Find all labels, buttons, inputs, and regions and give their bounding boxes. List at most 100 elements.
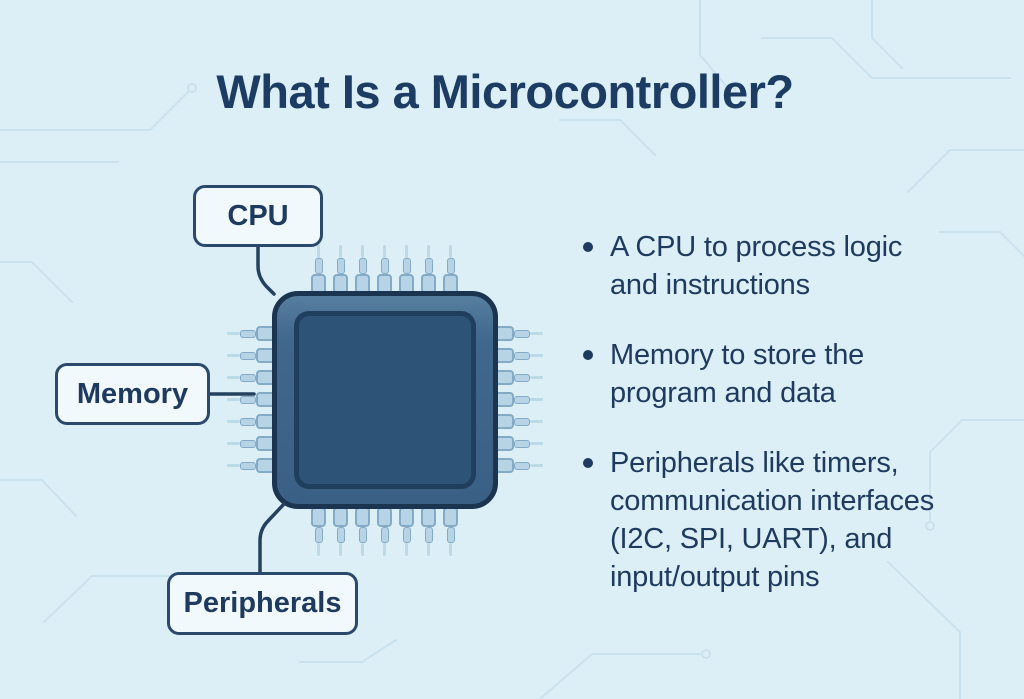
- cpu-label: CPU: [193, 185, 323, 247]
- pin-stem: [514, 351, 530, 360]
- pin-stem: [514, 395, 530, 404]
- chip-pin: [311, 507, 326, 556]
- pin-stem: [336, 527, 345, 543]
- pin-stem: [240, 395, 256, 404]
- pin-collar: [377, 507, 392, 527]
- pin-trace: [317, 245, 320, 258]
- pin-trace: [339, 543, 342, 556]
- pin-trace: [449, 245, 452, 258]
- chip-pin: [494, 436, 543, 451]
- chip-pin: [399, 245, 414, 294]
- chip-body: [272, 291, 498, 509]
- chip-pin: [443, 245, 458, 294]
- chip-pin: [494, 370, 543, 385]
- pin-trace: [227, 464, 240, 467]
- pin-stem: [446, 527, 455, 543]
- pin-stem: [514, 417, 530, 426]
- pin-stem: [240, 329, 256, 338]
- page-title: What Is a Microcontroller?: [216, 65, 794, 118]
- pin-stem: [514, 329, 530, 338]
- microcontroller-chip-icon: [227, 245, 543, 556]
- pin-trace: [405, 245, 408, 258]
- pin-stem: [336, 258, 345, 274]
- pin-stem: [446, 258, 455, 274]
- pin-trace: [317, 543, 320, 556]
- chip-core: [294, 311, 476, 489]
- pin-trace: [427, 543, 430, 556]
- pin-trace: [361, 543, 364, 556]
- pin-stem: [358, 527, 367, 543]
- chip-pin: [421, 245, 436, 294]
- pin-stem: [424, 258, 433, 274]
- list-item: Memory to store the program and data: [583, 336, 1023, 412]
- cpu-label-text: CPU: [227, 199, 289, 232]
- bullet-dot: [583, 458, 593, 468]
- pin-stem: [514, 439, 530, 448]
- peripherals-label-text: Peripherals: [183, 587, 342, 619]
- pin-stem: [240, 351, 256, 360]
- peripherals-label: Peripherals: [167, 572, 358, 635]
- pin-trace: [530, 420, 543, 423]
- pin-trace: [383, 543, 386, 556]
- chip-pins-left: [227, 326, 276, 473]
- pin-trace: [361, 245, 364, 258]
- chip-pin: [494, 392, 543, 407]
- chip-pin: [421, 507, 436, 556]
- memory-label-text: Memory: [76, 377, 189, 410]
- chip-pin: [355, 507, 370, 556]
- chip-pin: [494, 348, 543, 363]
- pin-trace: [530, 464, 543, 467]
- chip-pin: [333, 245, 348, 294]
- chip-pin: [494, 414, 543, 429]
- pin-trace: [227, 354, 240, 357]
- chip-pin: [311, 245, 326, 294]
- pin-stem: [402, 527, 411, 543]
- pin-trace: [427, 245, 430, 258]
- chip-pin: [333, 507, 348, 556]
- list-item: A CPU to process logic and instructions: [583, 228, 1023, 304]
- pin-trace: [227, 420, 240, 423]
- chip-pins-top: [311, 245, 458, 294]
- pin-collar: [311, 507, 326, 527]
- pin-trace: [339, 245, 342, 258]
- chip-pin: [227, 392, 276, 407]
- chip-pin: [355, 245, 370, 294]
- pin-stem: [514, 373, 530, 382]
- chip-pin: [399, 507, 414, 556]
- pin-trace: [530, 354, 543, 357]
- pin-stem: [380, 527, 389, 543]
- chip-pins-right: [494, 326, 543, 473]
- pin-trace: [530, 332, 543, 335]
- pin-collar: [443, 507, 458, 527]
- pin-stem: [358, 258, 367, 274]
- pin-trace: [383, 245, 386, 258]
- feature-list: A CPU to process logic and instructions …: [583, 228, 1023, 628]
- chip-pins-bottom: [311, 507, 458, 556]
- chip-pin: [227, 436, 276, 451]
- pin-stem: [240, 461, 256, 470]
- chip-pin: [443, 507, 458, 556]
- pin-collar: [355, 507, 370, 527]
- pin-trace: [530, 442, 543, 445]
- chip-pin: [227, 326, 276, 341]
- pin-trace: [530, 376, 543, 379]
- pin-trace: [227, 376, 240, 379]
- chip-pin: [377, 245, 392, 294]
- bullet-dot: [583, 350, 593, 360]
- chip-pin: [227, 348, 276, 363]
- bullet-text: Memory to store the program and data: [610, 339, 865, 409]
- pin-stem: [314, 258, 323, 274]
- pin-trace: [449, 543, 452, 556]
- pin-stem: [380, 258, 389, 274]
- pin-collar: [399, 507, 414, 527]
- pin-stem: [514, 461, 530, 470]
- bullet-dot: [583, 242, 593, 252]
- list-item: Peripherals like timers, communication i…: [583, 444, 1023, 596]
- pin-trace: [227, 398, 240, 401]
- pin-collar: [421, 507, 436, 527]
- pin-stem: [240, 373, 256, 382]
- pin-stem: [240, 439, 256, 448]
- pin-trace: [227, 442, 240, 445]
- chip-pin: [377, 507, 392, 556]
